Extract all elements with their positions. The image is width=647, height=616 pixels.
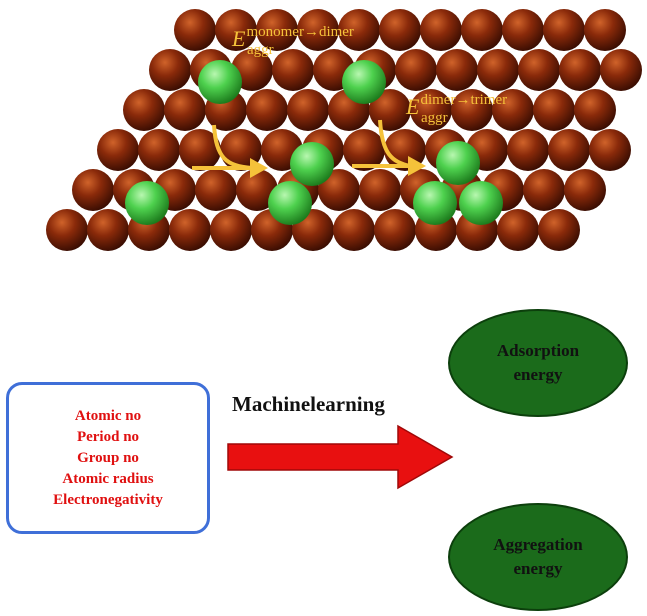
copper-atom — [72, 169, 114, 211]
copper-atom — [548, 129, 590, 171]
adsorption-energy-output: Adsorption energy — [448, 309, 628, 417]
feature-atomic-radius: Atomic radius — [62, 470, 154, 487]
copper-atom — [338, 9, 380, 51]
copper-atom — [297, 9, 339, 51]
copper-atom — [584, 9, 626, 51]
dimer-to-trimer-arrowhead — [408, 156, 426, 176]
copper-atom — [246, 89, 288, 131]
aggregation-energy-label: Aggregation energy — [493, 535, 583, 578]
copper-atom — [359, 169, 401, 211]
copper-atom — [272, 49, 314, 91]
adatom — [268, 181, 312, 225]
copper-atom — [574, 89, 616, 131]
copper-atom — [215, 9, 257, 51]
copper-atom — [174, 9, 216, 51]
energy-label-monomer-dimer-sub: aggr — [247, 42, 274, 58]
copper-atom — [395, 49, 437, 91]
adatom — [436, 141, 480, 185]
feature-atomic-no: Atomic no — [74, 407, 142, 424]
copper-atom — [179, 129, 221, 171]
adatom — [290, 142, 334, 186]
feature-box: Atomic no Period no Group no Atomic radi… — [6, 382, 210, 534]
copper-atom — [518, 49, 560, 91]
copper-atom — [236, 169, 278, 211]
adatom — [413, 181, 457, 225]
copper-atom — [600, 49, 642, 91]
copper-atom — [477, 49, 519, 91]
adatom — [342, 60, 386, 104]
copper-atom — [97, 129, 139, 171]
copper-atom — [589, 129, 631, 171]
copper-atom — [149, 49, 191, 91]
feature-period-no: Period no — [76, 428, 140, 445]
adsorption-energy-label: Adsorption energy — [496, 341, 580, 384]
energy-label-dimer-trimer: Edimer→trimer — [405, 92, 507, 119]
machine-learning-label: Machinelearning — [232, 392, 385, 416]
copper-atom — [210, 209, 252, 251]
copper-atom — [138, 129, 180, 171]
copper-atom — [318, 169, 360, 211]
copper-atom — [523, 169, 565, 211]
copper-atom — [533, 89, 575, 131]
red-arrow-icon — [227, 424, 454, 490]
feature-electronegativity: Electronegativity — [53, 491, 163, 508]
copper-atom — [502, 9, 544, 51]
copper-atom — [164, 89, 206, 131]
copper-atom — [461, 9, 503, 51]
copper-atom — [87, 209, 129, 251]
feature-group-no: Group no — [77, 449, 139, 466]
copper-atom — [420, 9, 462, 51]
copper-atom — [333, 209, 375, 251]
copper-atom — [451, 89, 493, 131]
adatoms — [125, 60, 503, 225]
copper-atom — [559, 49, 601, 91]
adatom — [198, 60, 242, 104]
energy-label-dimer-trimer-sub: aggr — [421, 110, 448, 126]
copper-atom — [287, 89, 329, 131]
copper-atom — [410, 89, 452, 131]
aggregation-energy-output: Aggregation energy — [448, 503, 628, 611]
adatom — [125, 181, 169, 225]
copper-atom — [123, 89, 165, 131]
copper-surface-illustration: Emonomer→dimer aggr Edimer→trimer aggr — [46, 9, 642, 251]
copper-atom — [543, 9, 585, 51]
monomer-to-dimer-arrowhead — [250, 158, 268, 178]
copper-atom — [492, 89, 534, 131]
copper-atom — [46, 209, 88, 251]
adatom — [459, 181, 503, 225]
copper-atom — [343, 129, 385, 171]
copper-atom — [256, 9, 298, 51]
copper-atom — [538, 209, 580, 251]
copper-atom — [195, 169, 237, 211]
copper-atom — [436, 49, 478, 91]
copper-atom — [169, 209, 211, 251]
copper-atom — [374, 209, 416, 251]
copper-atom — [507, 129, 549, 171]
copper-atom — [379, 9, 421, 51]
copper-atom — [564, 169, 606, 211]
energy-label-monomer-dimer: Emonomer→dimer — [231, 24, 354, 51]
copper-atom — [497, 209, 539, 251]
